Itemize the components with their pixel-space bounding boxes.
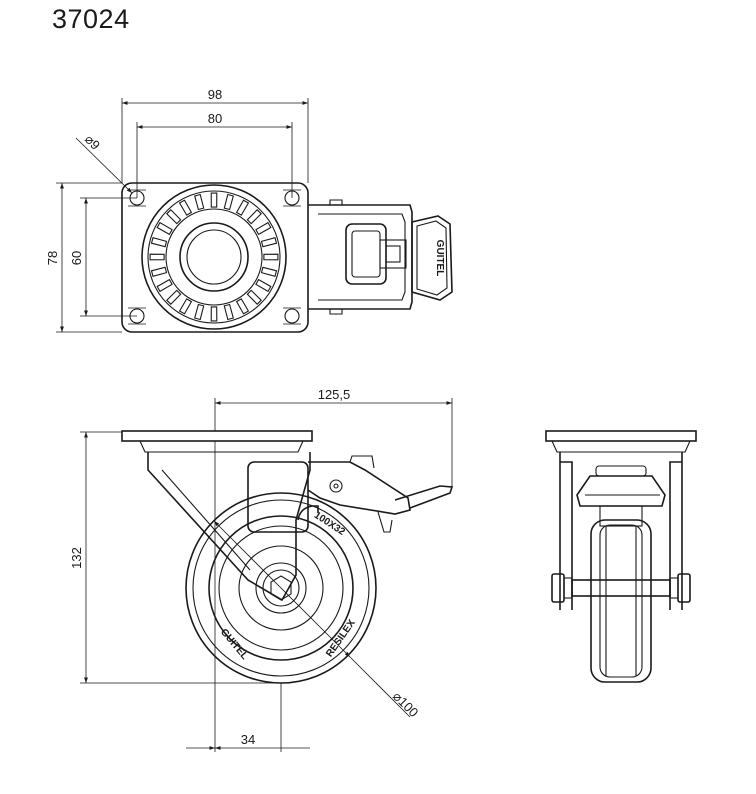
rib — [263, 253, 279, 261]
wheel-brand-label: GUITEL — [218, 627, 250, 662]
dim-plate-depth: 78 — [45, 251, 60, 265]
dim-offset: 34 — [241, 732, 255, 747]
swivel-ribs — [149, 192, 279, 322]
rib — [178, 199, 193, 216]
part-number: 37024 — [52, 4, 130, 34]
dim-swivel-offset: 125,5 — [318, 387, 351, 402]
dim-hole-spacing-x: 80 — [208, 111, 222, 126]
rib — [260, 237, 278, 248]
front-view — [545, 430, 697, 683]
dim-plate-width: 98 — [208, 87, 222, 102]
rib — [194, 193, 205, 211]
brake-pedal-top: GUITEL — [411, 215, 453, 301]
top-view: GUITEL 98 80 ⌀9 78 60 — [45, 87, 453, 333]
rib — [166, 289, 182, 305]
brake-housing-top — [308, 199, 413, 315]
rib — [223, 303, 234, 321]
rib — [235, 199, 250, 216]
rib — [150, 237, 168, 248]
rib — [156, 278, 173, 293]
rib — [255, 278, 272, 293]
brake-logo-text: GUITEL — [434, 240, 445, 277]
dim-height: 132 — [69, 547, 84, 569]
rib — [223, 193, 234, 211]
rib — [178, 298, 193, 315]
rib — [260, 266, 278, 277]
rib — [246, 209, 262, 225]
dim-hole-spacing-y: 60 — [69, 251, 84, 265]
rib — [149, 253, 165, 261]
rib — [255, 221, 272, 236]
rib — [210, 192, 218, 208]
side-view: 100X32 RESILEX GUITEL 125,5 132 ⌀100 34 — [69, 387, 454, 752]
rib — [166, 209, 182, 225]
rib — [246, 289, 262, 305]
bolt-holes — [128, 189, 301, 325]
dim-wheel-diameter: ⌀100 — [390, 689, 421, 720]
rib — [150, 266, 168, 277]
rib — [235, 298, 250, 315]
dim-hole-diameter: ⌀9 — [82, 132, 103, 153]
rib — [194, 303, 205, 321]
rib — [210, 306, 218, 322]
rib — [156, 221, 173, 236]
